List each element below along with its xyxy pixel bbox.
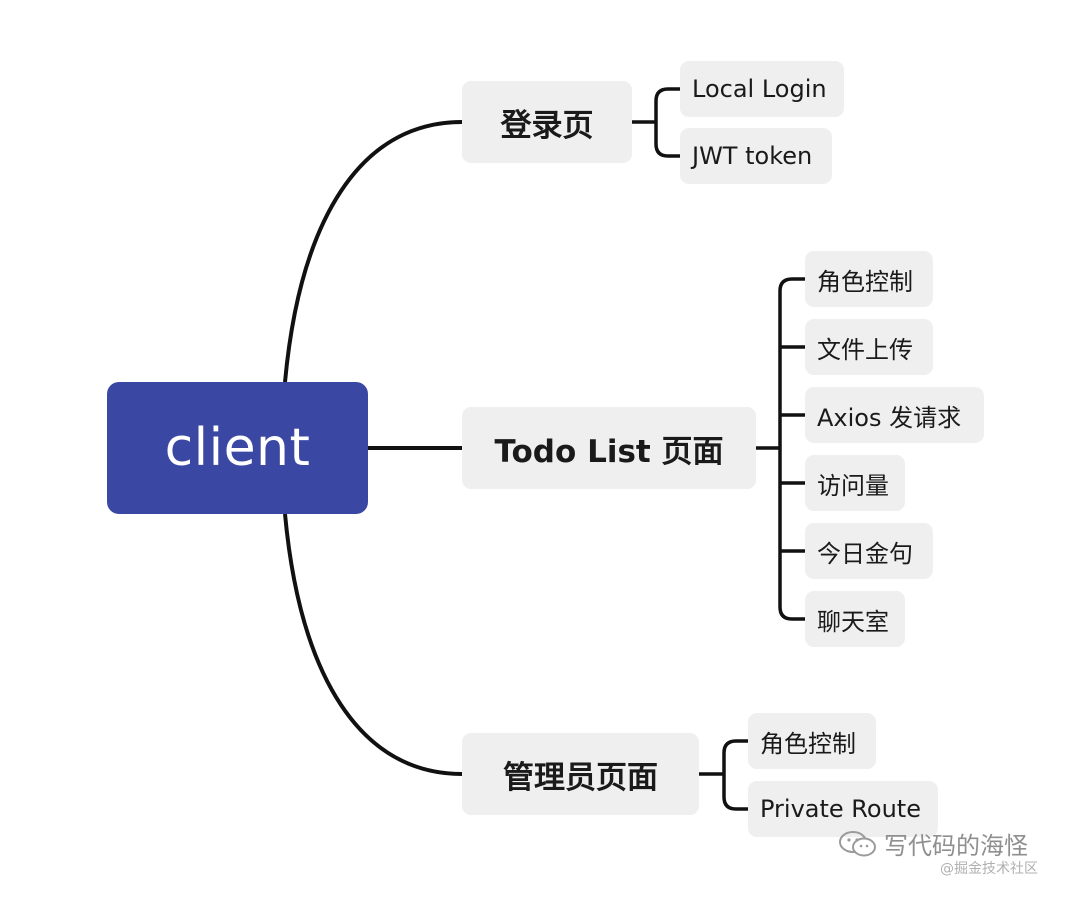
connector-admin-bracket — [699, 739, 748, 811]
leaf-node-axios-request: Axios 发请求 — [805, 387, 984, 443]
branch-node-login: 登录页 — [462, 81, 632, 163]
leaf-node-local-login: Local Login — [680, 61, 844, 117]
leaf-label: 访问量 — [817, 471, 889, 500]
connector-root-admin — [283, 513, 463, 776]
wechat-icon — [839, 830, 876, 856]
leaf-label: 今日金句 — [817, 539, 913, 568]
watermark: 写代码的海怪 — [838, 826, 1028, 861]
leaf-label: 角色控制 — [817, 267, 913, 296]
connector-login-bracket — [632, 87, 680, 158]
leaf-node-chat-room: 聊天室 — [805, 591, 905, 647]
watermark-account-name: 写代码的海怪 — [884, 832, 1028, 860]
leaf-node-visit-count: 访问量 — [805, 455, 905, 511]
branch-label: Todo List 页面 — [494, 433, 724, 470]
branch-node-admin: 管理员页面 — [462, 733, 699, 815]
root-label: client — [164, 418, 311, 478]
branch-node-todo-list: Todo List 页面 — [462, 407, 756, 489]
leaf-node-jwt-token: JWT token — [680, 128, 832, 184]
leaf-label: 文件上传 — [817, 335, 913, 364]
connector-todo-bracket — [756, 277, 805, 621]
leaf-node-private-route: Private Route — [748, 781, 938, 837]
leaf-node-daily-quote: 今日金句 — [805, 523, 933, 579]
leaf-node-file-upload: 文件上传 — [805, 319, 933, 375]
leaf-label: 角色控制 — [760, 729, 856, 758]
branch-label: 管理员页面 — [503, 759, 658, 796]
branch-label: 登录页 — [500, 107, 594, 144]
leaf-label: 聊天室 — [817, 607, 889, 636]
watermark-source: @掘金技术社区 — [940, 861, 1038, 877]
root-node-client: client — [107, 382, 368, 514]
leaf-label: JWT token — [692, 142, 813, 170]
leaf-label: Axios 发请求 — [817, 403, 962, 432]
leaf-label: Local Login — [692, 75, 827, 103]
leaf-node-role-control: 角色控制 — [805, 251, 933, 307]
leaf-node-admin-role-control: 角色控制 — [748, 713, 876, 769]
connector-root-login — [283, 120, 463, 383]
leaf-label: Private Route — [760, 795, 921, 823]
